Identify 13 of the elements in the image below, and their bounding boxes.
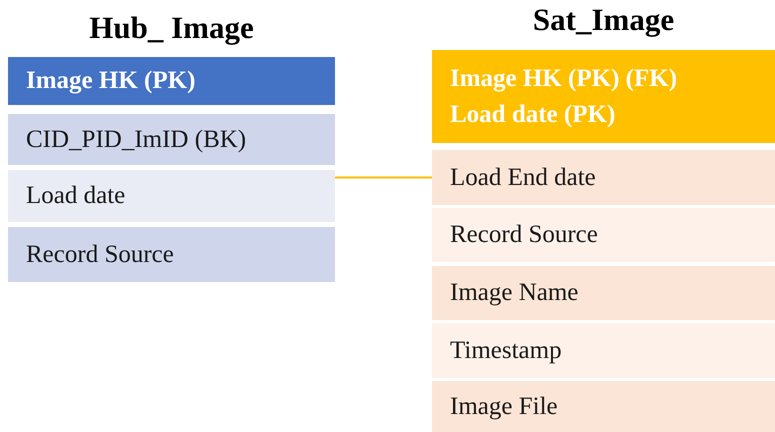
field-row: Image Name (432, 266, 775, 320)
field-row: Timestamp (432, 323, 775, 378)
connector-line (335, 176, 432, 178)
field-row: Record Source (432, 208, 775, 262)
field-row: CID_PID_ImID (BK) (8, 114, 335, 165)
table-title: Sat_Image (532, 1, 676, 39)
header-row: Image HK (PK) (FK) Load date (PK) (432, 50, 775, 143)
field-row: Record Source (8, 227, 335, 282)
field-row: Load End date (432, 150, 775, 205)
header-row: Image HK (PK) (8, 57, 335, 105)
field-row: Image File (432, 381, 775, 432)
field-row: Load date (8, 170, 335, 222)
table-title: Hub_ Image (88, 9, 255, 47)
